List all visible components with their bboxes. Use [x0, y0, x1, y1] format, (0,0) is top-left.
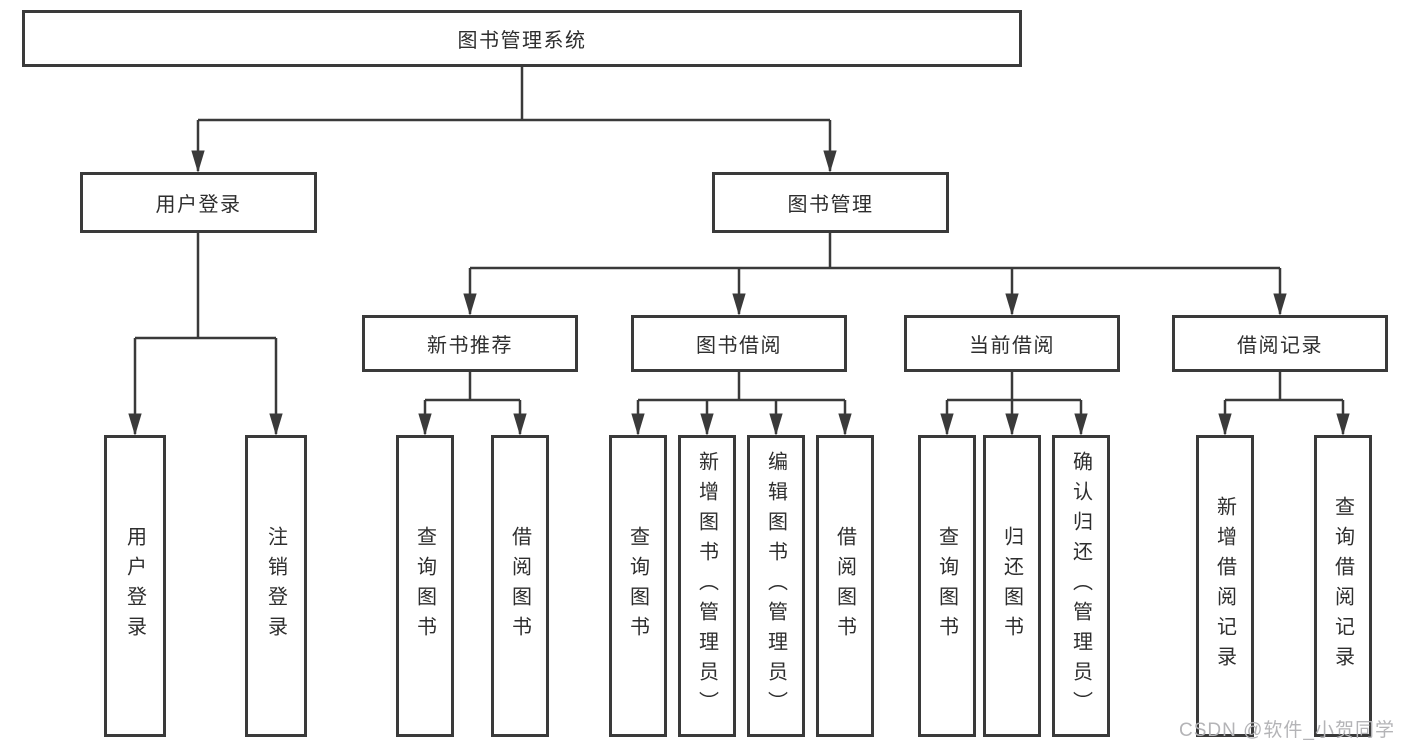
leaf-cb-confirm-return-admin: 确认归还（管理员） [1052, 435, 1110, 737]
leaf-logout: 注销登录 [245, 435, 307, 737]
leaf-bb-query-books: 查询图书 [609, 435, 667, 737]
leaf-nbr-query-books: 查询图书 [396, 435, 454, 737]
node-book-borrowing: 图书借阅 [631, 315, 847, 372]
leaf-bb-borrow-books: 借阅图书 [816, 435, 874, 737]
leaf-bb-edit-books-admin: 编辑图书（管理员） [747, 435, 805, 737]
leaf-nbr-borrow-books: 借阅图书 [491, 435, 549, 737]
node-user-login: 用户登录 [80, 172, 317, 233]
node-borrow-records: 借阅记录 [1172, 315, 1388, 372]
leaf-cb-query-books: 查询图书 [918, 435, 976, 737]
node-new-book-recommend: 新书推荐 [362, 315, 578, 372]
node-book-management: 图书管理 [712, 172, 949, 233]
leaf-bb-add-books-admin: 新增图书（管理员） [678, 435, 736, 737]
csdn-watermark: CSDN @软件_小贺同学 [1179, 720, 1395, 741]
leaf-br-query-record: 查询借阅记录 [1314, 435, 1372, 737]
node-library-management-system: 图书管理系统 [22, 10, 1022, 67]
leaf-user-login: 用户登录 [104, 435, 166, 737]
node-current-borrowing: 当前借阅 [904, 315, 1120, 372]
leaf-br-add-record: 新增借阅记录 [1196, 435, 1254, 737]
connector-segments [135, 67, 1343, 402]
leaf-cb-return-books: 归还图书 [983, 435, 1041, 737]
